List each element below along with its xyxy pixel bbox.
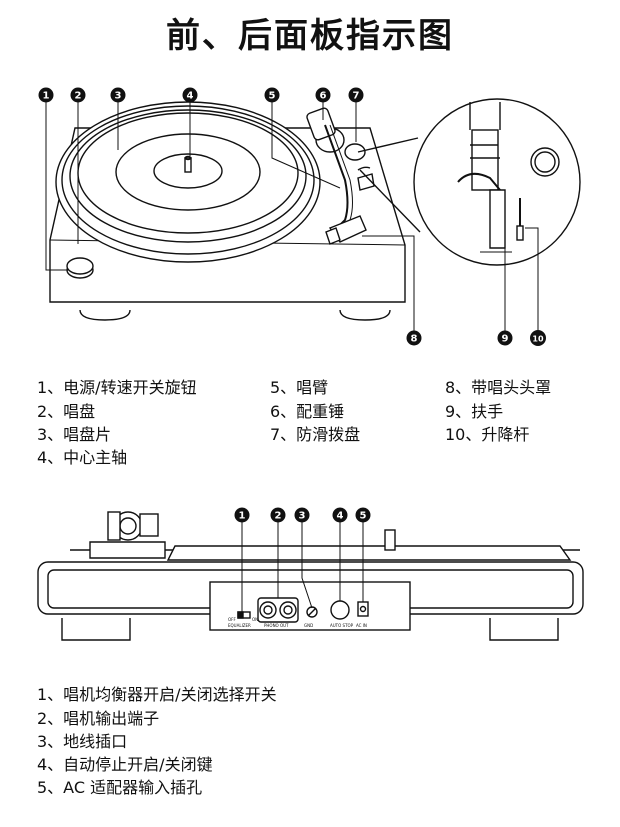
panel-label-equalizer: EQUALIZER [228, 623, 251, 628]
auto-stop-button [330, 600, 350, 620]
back-callout-2: 2 [270, 507, 286, 523]
svg-text:3: 3 [299, 511, 306, 522]
svg-text:10: 10 [532, 335, 544, 344]
front-legend-item-7: 7、防滑拨盘 [270, 425, 361, 444]
page-title: 前、后面板指示图 [166, 16, 454, 56]
back-callout-1: 1 [234, 507, 250, 523]
panel-label-phono-out: PHONO OUT [264, 623, 289, 628]
center-spindle [184, 157, 192, 173]
svg-text:8: 8 [411, 334, 418, 345]
front-callout-6: 6 [315, 87, 331, 103]
svg-text:9: 9 [502, 334, 509, 345]
front-foot-left [79, 309, 131, 321]
svg-text:1: 1 [239, 511, 246, 522]
platter [55, 101, 321, 263]
back-legend-item-2: 2、唱机输出端子 [37, 709, 160, 728]
front-callouts: 1 2 3 4 5 6 7 8 9 10 [38, 87, 546, 346]
front-callout-5: 5 [264, 87, 280, 103]
front-callout-1: 1 [38, 87, 54, 103]
back-callouts: 1 2 3 4 5 [234, 507, 371, 523]
front-callout-8: 8 [406, 330, 422, 346]
svg-text:1: 1 [43, 91, 50, 102]
front-legend-item-4: 4、中心主轴 [37, 448, 128, 467]
svg-text:6: 6 [320, 91, 327, 102]
svg-text:4: 4 [337, 511, 344, 522]
front-foot-right [339, 309, 391, 321]
front-legend-item-6: 6、配重锤 [270, 402, 345, 421]
svg-text:3: 3 [115, 91, 122, 102]
rear-panel [209, 581, 411, 631]
front-callout-10: 10 [530, 330, 546, 346]
panel-label-on: ON [252, 617, 258, 622]
front-legend-item-9: 9、扶手 [445, 402, 504, 421]
panel-label-ac-in: AC IN [356, 623, 367, 628]
arm-rest [357, 173, 375, 191]
front-legend-item-8: 8、带唱头头罩 [445, 378, 552, 397]
front-legend-item-1: 1、电源/转速开关旋钮 [37, 378, 197, 397]
svg-text:2: 2 [275, 511, 282, 522]
tonearm [324, 124, 349, 231]
svg-text:2: 2 [75, 91, 82, 102]
front-legend-item-10: 10、升降杆 [445, 425, 530, 444]
phono-out-right-jack [279, 601, 297, 619]
front-callout-4: 4 [182, 87, 198, 103]
back-legend-item-5: 5、AC 适配器输入插孔 [37, 778, 203, 797]
phono-out-left-jack [259, 601, 277, 619]
back-callout-4: 4 [332, 507, 348, 523]
front-legend-item-2: 2、唱盘 [37, 402, 96, 421]
front-callout-2: 2 [70, 87, 86, 103]
back-platter-edge [166, 545, 572, 561]
front-callout-9: 9 [497, 330, 513, 346]
back-legend-item-1: 1、唱机均衡器开启/关闭选择开关 [37, 685, 277, 704]
back-legend-item-3: 3、地线插口 [37, 732, 128, 751]
front-legend-item-5: 5、唱臂 [270, 378, 329, 397]
front-view-diagram: 1 2 3 4 5 6 7 8 9 10 [38, 87, 581, 346]
back-legend-item-4: 4、自动停止开启/关闭键 [37, 755, 213, 774]
anti-skate-dial [344, 143, 366, 161]
front-callout-7: 7 [348, 87, 364, 103]
ac-in-jack [357, 601, 369, 617]
back-callout-3: 3 [294, 507, 310, 523]
panel-label-gnd: GND [304, 623, 313, 628]
svg-text:5: 5 [269, 91, 276, 102]
back-foot-right [489, 618, 559, 641]
front-callout-3: 3 [110, 87, 126, 103]
panel-label-auto-stop: AUTO STOP [330, 623, 354, 628]
back-callout-5: 5 [355, 507, 371, 523]
svg-text:4: 4 [187, 91, 194, 102]
panel-label-off: OFF [228, 617, 236, 622]
front-legend-item-3: 3、唱盘片 [37, 425, 112, 444]
back-view-diagram: OFF ON EQUALIZER PHONO OUT GND AUTO STOP… [37, 507, 584, 641]
back-foot-left [61, 618, 131, 641]
svg-text:7: 7 [353, 91, 360, 102]
svg-text:5: 5 [360, 511, 367, 522]
